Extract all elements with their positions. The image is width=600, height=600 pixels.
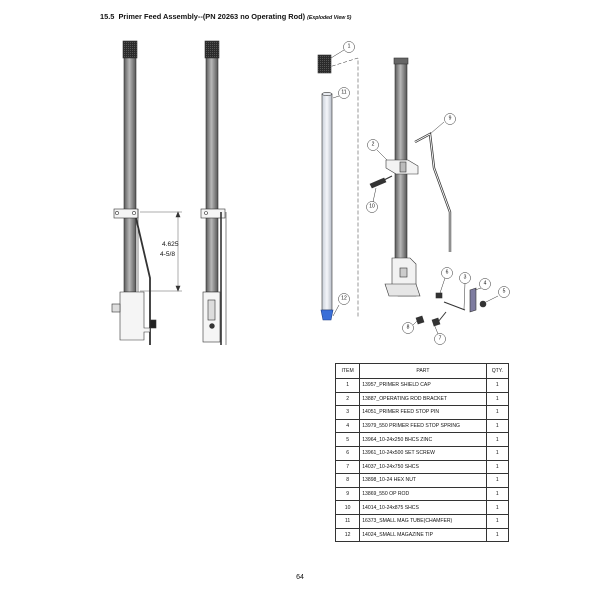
bom-header-row: ITEM PART QTY. — [334, 363, 510, 379]
callout-11: 11 — [341, 89, 347, 96]
callout-bubbles — [330, 41, 510, 345]
section-number: 15.5 — [100, 12, 115, 21]
bom-header-part: PART — [359, 363, 487, 379]
callout-5: 5 — [502, 288, 506, 295]
exploded-screw-10 — [369, 177, 387, 189]
view-note: (Exploded View 5) — [307, 15, 352, 21]
exploded-shield-cap — [317, 54, 332, 74]
rod-bracket-front — [200, 208, 226, 219]
base-block-side — [119, 291, 151, 341]
bom-header-item: ITEM — [334, 363, 361, 379]
exploded-shcs — [431, 317, 441, 327]
primer-shield-cap-front — [204, 40, 220, 59]
callout-12: 12 — [341, 295, 347, 302]
callout-7: 7 — [438, 335, 442, 342]
callout-9: 9 — [448, 115, 452, 122]
exploded-hex-nut — [415, 315, 425, 325]
callout-3: 3 — [463, 274, 467, 281]
front-view — [200, 40, 227, 345]
callout-4: 4 — [483, 280, 487, 287]
exploded-stop-spring — [469, 287, 477, 313]
side-view-left — [111, 40, 182, 345]
exploded-stop-pin — [443, 301, 466, 311]
page-number: 64 — [296, 574, 304, 581]
exploded-view — [317, 54, 487, 327]
callout-6: 6 — [445, 269, 449, 276]
exploded-mag-tube — [321, 93, 333, 311]
feed-tube — [123, 57, 137, 293]
callout-8: 8 — [406, 324, 410, 331]
callout-2: 2 — [371, 141, 375, 148]
dimension-fraction: 4-5/8 — [160, 251, 176, 258]
exploded-magazine-tip — [320, 309, 334, 321]
primer-shield-cap — [122, 40, 138, 59]
exploded-bhcs — [479, 300, 487, 308]
section-title: Primer Feed Assembly--(PN 20263 no Opera… — [118, 12, 306, 21]
stop-pin-knob — [149, 319, 157, 329]
callout-1: 1 — [347, 43, 351, 50]
feed-tube-front — [205, 57, 219, 293]
bom-header-qty: QTY. — [485, 363, 510, 379]
exploded-set-screw — [435, 292, 443, 299]
callout-10: 10 — [369, 203, 375, 210]
dimension-decimal: 4.625 — [162, 241, 179, 248]
page-heading: 15.5 Primer Feed Assembly--(PN 20263 no … — [100, 12, 351, 21]
